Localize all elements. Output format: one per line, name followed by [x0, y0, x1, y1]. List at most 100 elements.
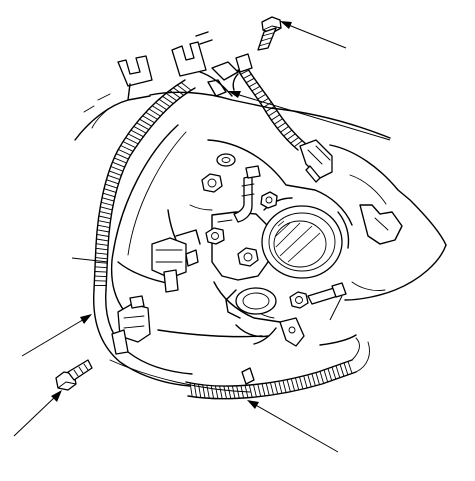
harness-rib: [214, 385, 219, 400]
bracket-lower-right: [241, 317, 305, 385]
harness-rib: [283, 129, 293, 137]
harness-rib: [155, 101, 168, 111]
nut-bracket-top: [260, 191, 278, 209]
harness-rib: [315, 372, 320, 386]
harness-rib: [136, 122, 150, 131]
harness-rib: [245, 77, 255, 84]
harness-rib: [97, 224, 111, 229]
harness-rib: [231, 385, 236, 399]
nut-left-mid: [205, 227, 225, 245]
callout-leaders: [13, 21, 391, 453]
harness-rib: [265, 382, 270, 396]
harness-rib: [257, 93, 267, 100]
callout-harness-clip: [228, 91, 391, 141]
harness-bottom-clip: [111, 295, 151, 355]
harness-rib: [115, 153, 129, 160]
harness-rib: [96, 229, 110, 233]
harness-rib: [240, 385, 245, 399]
harness-rib: [290, 136, 300, 144]
harness-rib: [210, 385, 215, 399]
harness-rib: [111, 161, 126, 168]
callout-bolt-top: [280, 21, 347, 49]
harness-rib: [95, 252, 109, 255]
harness-rib: [158, 98, 171, 108]
main-harness: [93, 79, 370, 400]
harness-branch-right: [232, 53, 333, 183]
harness-rib: [162, 95, 174, 105]
harness-rib: [148, 108, 161, 117]
harness-rib: [130, 129, 144, 138]
harness-rib: [248, 384, 253, 398]
harness-rib: [244, 384, 249, 399]
harness-rib: [253, 384, 257, 398]
harness-rib: [139, 118, 153, 127]
harness-rib: [327, 368, 333, 382]
harness-rib: [248, 81, 258, 88]
harness-rib: [180, 81, 192, 91]
round-port: [261, 197, 350, 279]
harness-rib: [265, 105, 275, 113]
harness-rib: [95, 243, 109, 246]
harness-rib: [273, 118, 284, 125]
callout-left-upper: [71, 257, 109, 263]
harness-rib: [105, 179, 119, 185]
harness-rib: [151, 105, 165, 114]
harness-rib: [103, 188, 117, 193]
harness-rib: [169, 89, 181, 99]
coolant-pipe: [233, 165, 261, 223]
harness-rib: [257, 383, 262, 397]
harness-rib: [261, 383, 266, 397]
harness-rib: [323, 369, 329, 383]
harness-rib: [94, 261, 108, 264]
harness-rib: [189, 382, 193, 398]
nut-center: [237, 247, 259, 267]
harness-rib: [274, 381, 279, 395]
callout-harness-right-connector: [329, 295, 343, 321]
branch-ribs: [240, 69, 303, 148]
harness-rib: [94, 271, 108, 273]
harness-rib: [240, 69, 250, 75]
harness-rib: [98, 215, 112, 220]
harness-rib: [145, 111, 158, 120]
harness-rib: [219, 385, 223, 400]
harness-rib: [198, 383, 202, 399]
harness-rib: [307, 374, 312, 388]
harness-rib: [122, 141, 137, 149]
harness-rib: [311, 373, 316, 387]
harness-rib: [202, 384, 206, 399]
harness-rib: [331, 366, 337, 380]
harness-rib: [223, 385, 227, 400]
harness-rib: [107, 174, 121, 181]
harness-rib: [294, 377, 300, 391]
harness-rib: [236, 385, 240, 399]
harness-rib: [286, 133, 296, 141]
harness-rib: [347, 360, 353, 374]
harness-rib: [95, 247, 109, 251]
harness-rib: [133, 125, 147, 134]
harness-rib: [110, 166, 124, 172]
harness-rib: [303, 375, 308, 389]
harness-rib: [125, 137, 139, 145]
harness-rib: [319, 370, 325, 384]
harness-rib: [227, 385, 232, 400]
harness-rib: [104, 183, 118, 189]
harness-rib: [282, 379, 287, 394]
harness-rib: [286, 379, 291, 393]
harness-rib: [165, 92, 178, 102]
harness-rib: [101, 197, 115, 202]
engine-housing: [74, 91, 447, 393]
harness-rib: [95, 238, 109, 242]
harness-rib: [97, 220, 111, 224]
harness-rib: [270, 114, 281, 121]
harness-rib: [94, 266, 108, 269]
harness-rib: [343, 362, 349, 376]
harness-rib: [172, 87, 185, 96]
harness-rib: [176, 84, 188, 94]
harness-rib: [278, 380, 283, 394]
harness-rib: [335, 365, 341, 379]
harness-right-connector: [299, 139, 333, 183]
harness-rib: [142, 115, 155, 124]
harness-rib: [96, 233, 110, 237]
